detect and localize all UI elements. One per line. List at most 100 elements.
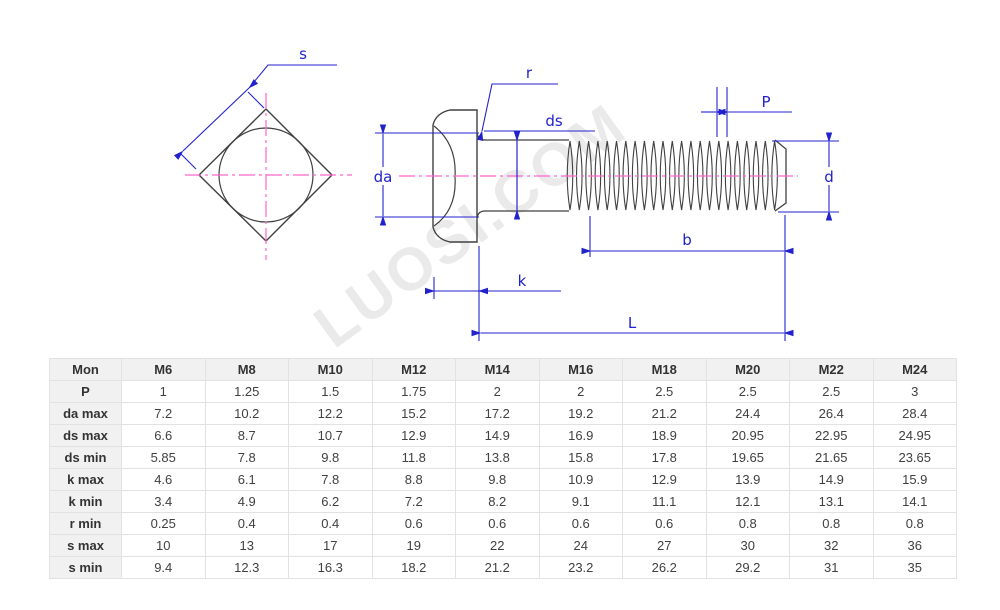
table-cell: 13: [204, 534, 289, 557]
table-cell: 0.8: [789, 512, 874, 535]
dimension-s: [173, 64, 337, 170]
table-cell: 27: [622, 534, 707, 557]
table-cell: 28.4: [872, 402, 957, 425]
table-cell: 12.2: [288, 402, 373, 425]
table-cell: 0.4: [288, 512, 373, 535]
table-cell: 1: [121, 380, 206, 403]
dimension-b: [581, 215, 794, 341]
table-cell: 26.4: [789, 402, 874, 425]
table-cell: 12.3: [204, 556, 289, 579]
table-cell: 23.2: [538, 556, 623, 579]
label-backer: [370, 167, 396, 185]
table-cell: 24: [538, 534, 623, 557]
table-cell: 23.65: [872, 446, 957, 469]
row-label: k min: [49, 490, 122, 513]
table-cell: 10: [121, 534, 206, 557]
table-cell: 15.8: [538, 446, 623, 469]
table-cell: 10.7: [288, 424, 373, 447]
table-cell: 0.6: [538, 512, 623, 535]
dimension-r-leader: [476, 83, 558, 141]
thread-teeth: [566, 140, 778, 211]
table-cell: 8.8: [371, 468, 456, 491]
table-cell: 2: [538, 380, 623, 403]
bolt-head-facet-arcs: [433, 125, 456, 227]
dimension-ds: [484, 130, 595, 220]
column-header: M18: [622, 358, 707, 381]
row-label: r min: [49, 512, 122, 535]
table-cell: 6.1: [204, 468, 289, 491]
row-label: s max: [49, 534, 122, 557]
table-cell: 0.25: [121, 512, 206, 535]
table-cell: 4.6: [121, 468, 206, 491]
dimension-p: [701, 87, 792, 137]
technical-drawing: s da r ds P d b k L: [173, 45, 839, 341]
table-cell: 2.5: [789, 380, 874, 403]
table-cell: 1.25: [204, 380, 289, 403]
column-header: M10: [288, 358, 373, 381]
table-cell: 0.6: [622, 512, 707, 535]
table-cell: 14.9: [789, 468, 874, 491]
column-header: M16: [538, 358, 623, 381]
table-cell: 13.9: [705, 468, 790, 491]
table-cell: 21.2: [622, 402, 707, 425]
column-header: M24: [872, 358, 957, 381]
table-cell: 24.95: [872, 424, 957, 447]
table-cell: 36: [872, 534, 957, 557]
dimension-line: [173, 79, 259, 160]
table-cell: 21.65: [789, 446, 874, 469]
label-s: s: [299, 45, 307, 63]
table-cell: 9.8: [455, 468, 540, 491]
table-cell: 7.8: [204, 446, 289, 469]
table-cell: 16.9: [538, 424, 623, 447]
bolt-head-outline: [432, 109, 478, 243]
table-cell: 0.4: [204, 512, 289, 535]
table-cell: 14.1: [872, 490, 957, 513]
column-header: Mon: [49, 358, 122, 381]
table-cell: 30: [705, 534, 790, 557]
column-header: M20: [705, 358, 790, 381]
table-cell: 0.8: [705, 512, 790, 535]
table-cell: 10.2: [204, 402, 289, 425]
table-cell: 12.9: [622, 468, 707, 491]
row-label: da max: [49, 402, 122, 425]
table-cell: 15.9: [872, 468, 957, 491]
table-cell: 17: [288, 534, 373, 557]
label-da: da: [374, 168, 393, 186]
row-label: P: [49, 380, 122, 403]
table-cell: 21.2: [455, 556, 540, 579]
table-cell: 16.3: [288, 556, 373, 579]
table-cell: 2: [455, 380, 540, 403]
table-cell: 8.7: [204, 424, 289, 447]
table-cell: 19.2: [538, 402, 623, 425]
dimension-k: [425, 246, 561, 341]
label-l: L: [628, 314, 637, 332]
table-cell: 10.9: [538, 468, 623, 491]
leader-line: [476, 83, 558, 141]
table-cell: 6.6: [121, 424, 206, 447]
table-cell: 11.1: [622, 490, 707, 513]
table-cell: 20.95: [705, 424, 790, 447]
table-cell: 7.2: [121, 402, 206, 425]
table-cell: 18.9: [622, 424, 707, 447]
table-cell: 19: [371, 534, 456, 557]
table-cell: 9.4: [121, 556, 206, 579]
column-header: M14: [455, 358, 540, 381]
table-cell: 9.1: [538, 490, 623, 513]
column-header: M22: [789, 358, 874, 381]
table-cell: 26.2: [622, 556, 707, 579]
table-cell: 13.8: [455, 446, 540, 469]
table-cell: 18.2: [371, 556, 456, 579]
table-cell: 3.4: [121, 490, 206, 513]
table-cell: 22.95: [789, 424, 874, 447]
row-label: k max: [49, 468, 122, 491]
row-label: ds max: [49, 424, 122, 447]
label-d: d: [824, 168, 834, 186]
